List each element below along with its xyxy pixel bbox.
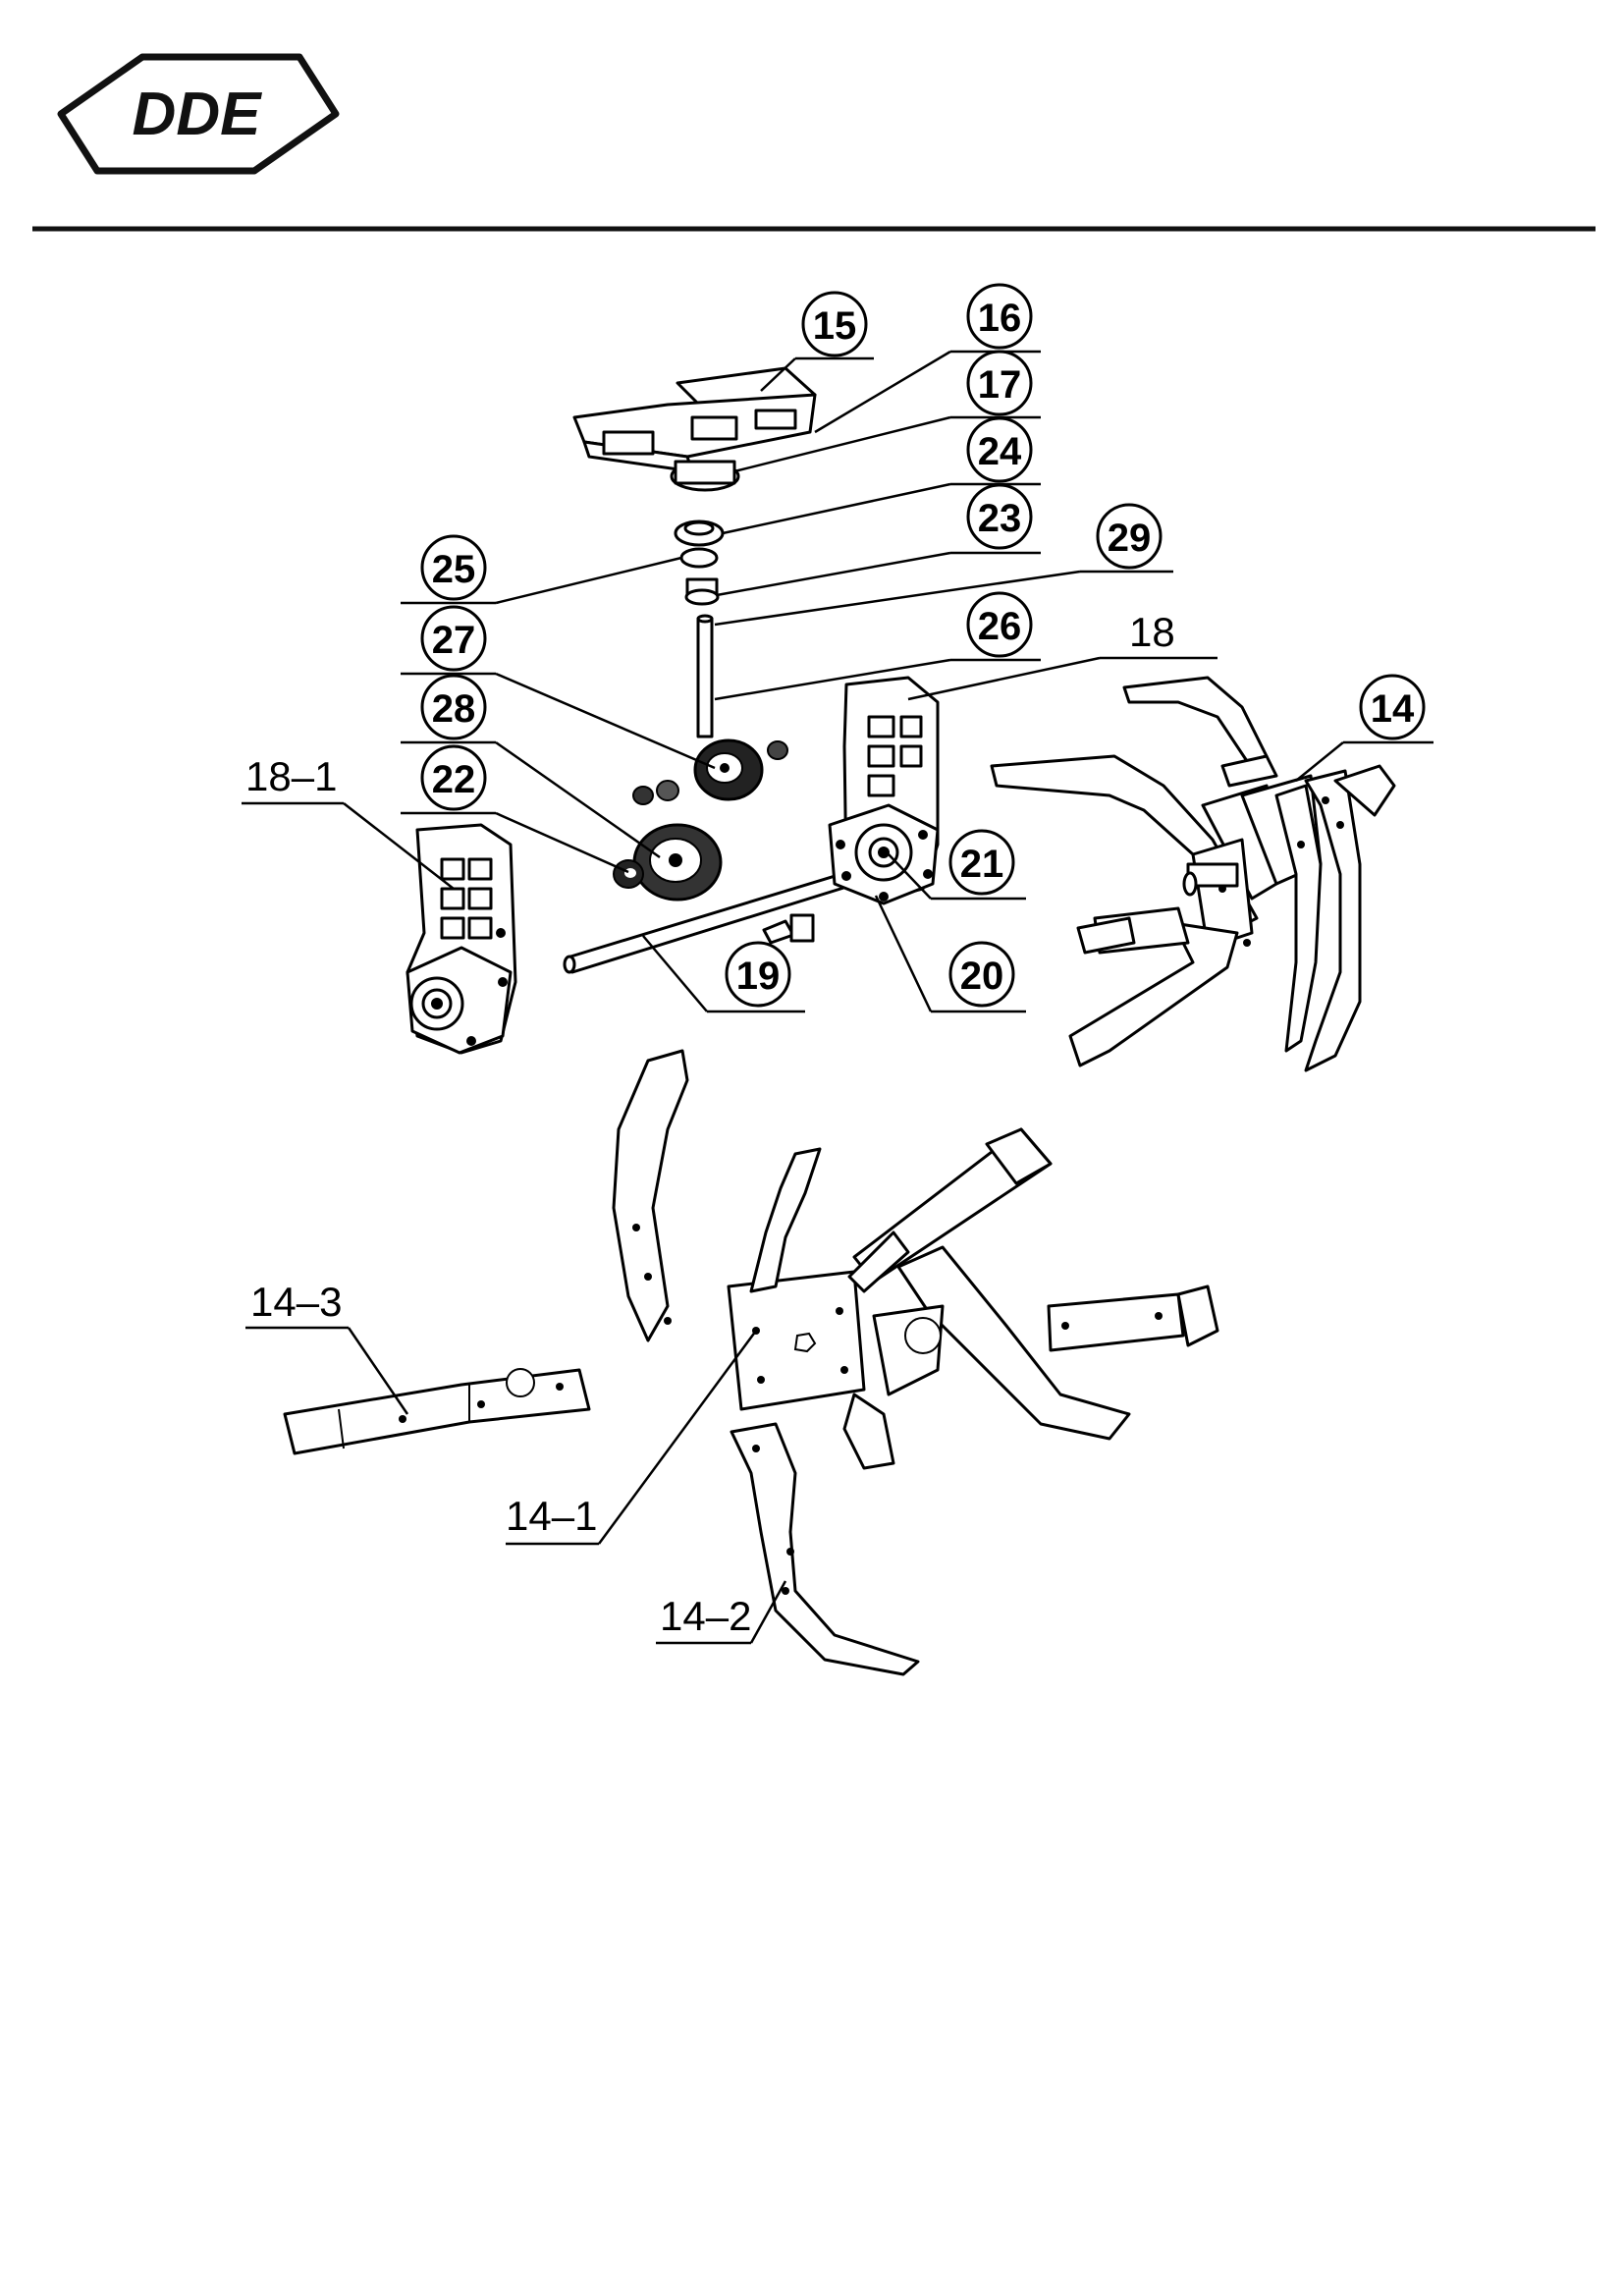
mounting-plate — [572, 366, 817, 492]
bolt — [762, 913, 815, 945]
callout-25: 25 — [401, 534, 682, 605]
label-24: 24 — [978, 430, 1022, 473]
callout-14-3: 14–3 — [245, 1279, 409, 1415]
callout-17: 17 — [733, 350, 1041, 473]
horizontal-axle — [563, 865, 871, 974]
tine-assembly-upper — [990, 676, 1396, 1072]
label-22: 22 — [432, 758, 476, 801]
vertical-shaft — [696, 614, 714, 738]
callout-14-2: 14–2 — [656, 1580, 787, 1645]
callout-29: 29 — [714, 503, 1173, 627]
label-14-2: 14–2 — [660, 1593, 751, 1639]
callout-26: 26 — [714, 591, 1041, 701]
label-20: 20 — [960, 955, 1004, 998]
label-28: 28 — [432, 687, 476, 731]
label-21: 21 — [960, 843, 1004, 886]
callout-24: 24 — [722, 416, 1041, 535]
label-14-1: 14–1 — [506, 1493, 597, 1539]
gearbox-housing-right — [828, 676, 940, 905]
label-18-1: 18–1 — [245, 753, 337, 799]
label-27: 27 — [432, 619, 476, 662]
label-15: 15 — [813, 304, 857, 348]
bearing — [613, 859, 644, 889]
label-14: 14 — [1371, 687, 1415, 731]
logo-diamond — [57, 53, 340, 175]
label-17: 17 — [978, 363, 1022, 407]
small-washer — [767, 740, 788, 760]
callout-18-1: 18–1 — [242, 753, 455, 890]
label-16: 16 — [978, 297, 1022, 340]
gearbox-housing-left — [406, 823, 517, 1055]
label-18: 18 — [1129, 609, 1175, 655]
label-23: 23 — [978, 497, 1022, 540]
bushing-stack — [674, 519, 725, 606]
worm-gear — [693, 738, 764, 801]
callout-21: 21 — [888, 829, 1026, 901]
callout-23: 23 — [716, 483, 1041, 597]
callout-28: 28 — [401, 674, 661, 859]
callout-22: 22 — [401, 744, 629, 874]
callout-14: 14 — [1295, 674, 1434, 782]
callout-27: 27 — [401, 605, 716, 770]
callout-18: 18 — [907, 609, 1217, 701]
logo-text: DDE — [133, 81, 263, 148]
label-29: 29 — [1108, 517, 1152, 560]
callout-19: 19 — [642, 935, 805, 1013]
callout-15: 15 — [760, 291, 874, 392]
label-25: 25 — [432, 548, 476, 591]
spacer-nuts — [632, 780, 679, 805]
callout-20: 20 — [874, 895, 1026, 1013]
callout-16: 16 — [814, 283, 1041, 434]
brand-logo: DDE — [57, 53, 340, 175]
callout-14-1: 14–1 — [506, 1330, 758, 1546]
label-19: 19 — [736, 955, 781, 998]
label-26: 26 — [978, 605, 1022, 648]
tine-assembly-lower — [283, 1049, 1219, 1676]
spur-gear — [632, 823, 723, 902]
label-14-3: 14–3 — [250, 1279, 342, 1325]
